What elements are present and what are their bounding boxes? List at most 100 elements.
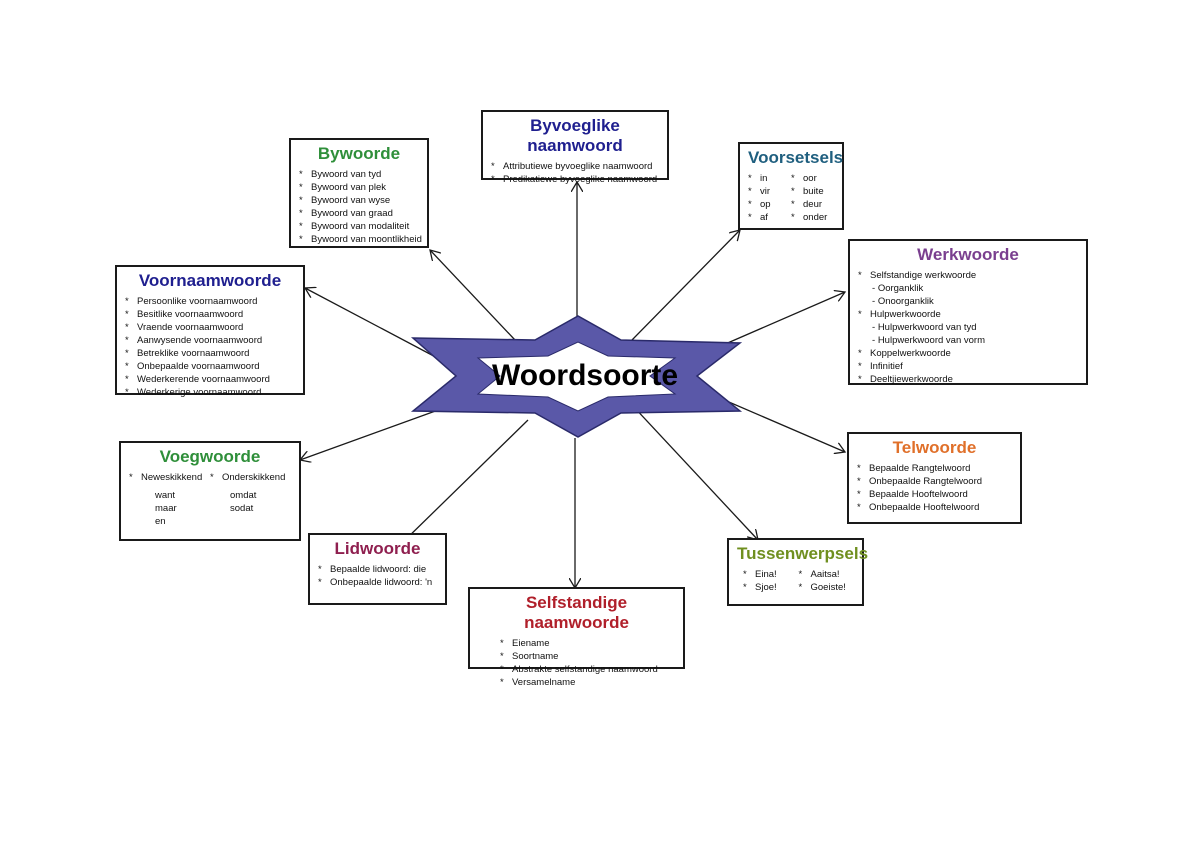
list-item: *onder — [791, 212, 828, 223]
list-item: *buite — [791, 186, 824, 197]
bywoorde-box: Bywoorde *Bywoord van tyd*Bywoord van pl… — [289, 138, 429, 248]
bullet-icon: * — [748, 186, 752, 197]
list-item: *Wederkerige voornaamwoord — [125, 387, 262, 398]
list-item: *Vraende voornaamwoord — [125, 322, 244, 333]
lidwoorde-title: Lidwoorde — [334, 539, 421, 558]
werkwoorde-title: Werkwoorde — [917, 245, 1019, 264]
bullet-icon: * — [857, 463, 861, 474]
list-item: *deur — [791, 199, 823, 210]
list-item: *Deeltjiewerkwoorde — [858, 374, 953, 385]
voornaamwoorde-box: Voornaamwoorde *Persoonlike voornaamwoor… — [115, 265, 305, 398]
arrow-to-lidwoorde — [400, 419, 529, 545]
list-item: *oor — [791, 173, 817, 184]
tussenwerpsels-col-1: *Eina!*Sjoe! — [743, 568, 799, 594]
bullet-icon: * — [857, 489, 861, 500]
bullet-icon: * — [500, 664, 504, 675]
list-item: *Bepaalde Rangtelwoord — [857, 463, 971, 474]
bullet-icon: * — [500, 677, 504, 688]
bullet-icon: * — [857, 502, 861, 513]
bullet-icon: * — [743, 582, 747, 593]
bullet-icon: * — [858, 309, 862, 320]
bullet-icon: * — [500, 638, 504, 649]
list-item: *Bywoord van wyse — [299, 195, 391, 206]
bullet-icon: * — [500, 651, 504, 662]
voegwoorde-head-1: Neweskikkend — [141, 472, 203, 483]
voorsetsels-title: Voorsetsels — [748, 148, 844, 167]
list-item: *Onbepaalde voornaamwoord — [125, 361, 260, 372]
list-item: *Attributiewe byvoeglike naamwoord — [491, 161, 653, 172]
bullet-icon: * — [125, 374, 129, 385]
bullet-icon: * — [791, 212, 795, 223]
lidwoorde-list: *Bepaalde lidwoord: die*Onbepaalde lidwo… — [318, 563, 437, 589]
list-item: *op — [748, 199, 771, 210]
list-item: *Wederkerende voornaamwoord — [125, 374, 270, 385]
list-item: *Abstrakte selfstandige naamwoord — [500, 664, 658, 675]
tussenwerpsels-title: Tussenwerpsels — [737, 544, 869, 563]
list-item: *Bepaalde Hooftelwoord — [857, 489, 968, 500]
list-item: *Koppelwerkwoorde — [858, 348, 951, 359]
list-item: *Besitlike voornaamwoord — [125, 309, 244, 320]
list-item: *Soortname — [500, 651, 559, 662]
arrow-to-voegwoorde — [300, 404, 453, 460]
bullet-icon: * — [798, 582, 803, 593]
list-item: omdat — [230, 490, 257, 501]
list-item: *Eiename — [500, 638, 550, 649]
voegwoorde-col-2: omdat sodat — [210, 489, 291, 515]
telwoorde-title: Telwoorde — [892, 438, 977, 457]
werkwoorde-box: Werkwoorde *Selfstandige werkwoorde- Oor… — [848, 239, 1088, 385]
voornaamwoorde-title: Voornaamwoorde — [138, 271, 282, 290]
bullet-icon: * — [129, 472, 133, 483]
bullet-icon: * — [299, 234, 303, 245]
list-item: *af — [748, 212, 768, 223]
list-item: *Bywoord van graad — [299, 208, 393, 219]
bullet-icon: * — [791, 186, 795, 197]
byvoeglike-box: Byvoeglike naamwoord *Attributiewe byvoe… — [481, 110, 669, 185]
bywoorde-title: Bywoorde — [317, 144, 401, 163]
list-item: *Selfstandige werkwoorde — [858, 270, 977, 281]
selfstandige-list: *Eiename *Soortname *Abstrakte selfstandig… — [478, 637, 675, 689]
telwoorde-list: *Bepaalde Rangtelwoord *Onbepaalde Rangte… — [857, 462, 1012, 514]
list-item: *Aaitsa! — [798, 569, 840, 580]
voorsetsels-col-1: *in*vir*op*af — [748, 172, 791, 224]
list-item: *Onbepaalde Hooftelwoord — [857, 502, 980, 513]
selfstandige-title: Selfstandige naamwoorde — [524, 593, 629, 632]
list-item: *Onbepaalde lidwoord: 'n — [318, 577, 433, 588]
list-item: *Bywoord van modaliteit — [299, 221, 410, 232]
bullet-icon: * — [125, 322, 129, 333]
list-item: *Infinitief — [858, 361, 903, 372]
bullet-icon: * — [743, 569, 747, 580]
list-item: *Betreklike voornaamwoord — [125, 348, 250, 359]
list-item: *Onbepaalde Rangtelwoord — [857, 476, 983, 487]
arrow-to-tussenwerpsels — [631, 404, 758, 540]
voorsetsels-col-2: *oor *buite *deur *onder — [791, 172, 834, 224]
bullet-icon: * — [299, 208, 303, 219]
list-item: maar — [155, 503, 177, 514]
arrow-to-voornaamwoorde — [305, 288, 446, 363]
bullet-icon: * — [748, 199, 752, 210]
voorsetsels-box: Voorsetsels *in*vir*op*af *oor*buite*deu… — [738, 142, 844, 230]
bullet-icon: * — [748, 212, 752, 223]
bullet-icon: * — [299, 221, 303, 232]
telwoorde-box: Telwoorde *Bepaalde Rangtelwoord *Onbepaa… — [847, 432, 1022, 524]
bullet-icon: * — [858, 361, 862, 372]
center-star-inner — [476, 341, 677, 412]
byvoeglike-title: Byvoeglike naamwoord — [527, 116, 623, 155]
selfstandige-box: Selfstandige naamwoorde *Eiename *Soortna… — [468, 587, 685, 688]
arrow-to-bywoorde — [430, 250, 516, 341]
list-item: *Hulpwerkwoorde — [858, 309, 941, 320]
bullet-icon: * — [125, 335, 129, 346]
bullet-icon: * — [798, 569, 803, 580]
list-item: sodat — [230, 503, 254, 514]
list-item: *Bywoord van tyd — [299, 169, 382, 180]
lidwoorde-box: Lidwoorde *Bepaalde lidwoord: die*Onbepa… — [308, 533, 447, 605]
bullet-icon: * — [125, 361, 129, 372]
voornaamwoorde-list: *Persoonlike voornaamwoord*Besitlike voo… — [125, 295, 295, 399]
list-item: *Predikatiewe byvoeglike naamwoord — [491, 174, 658, 185]
list-item: *Bywoord van moontlikheid — [299, 234, 422, 245]
werkwoorde-list: *Selfstandige werkwoorde- Oorganklik- On… — [858, 269, 1078, 386]
bullet-icon: * — [318, 577, 322, 588]
bullet-icon: * — [125, 309, 129, 320]
bullet-icon: * — [491, 161, 495, 172]
